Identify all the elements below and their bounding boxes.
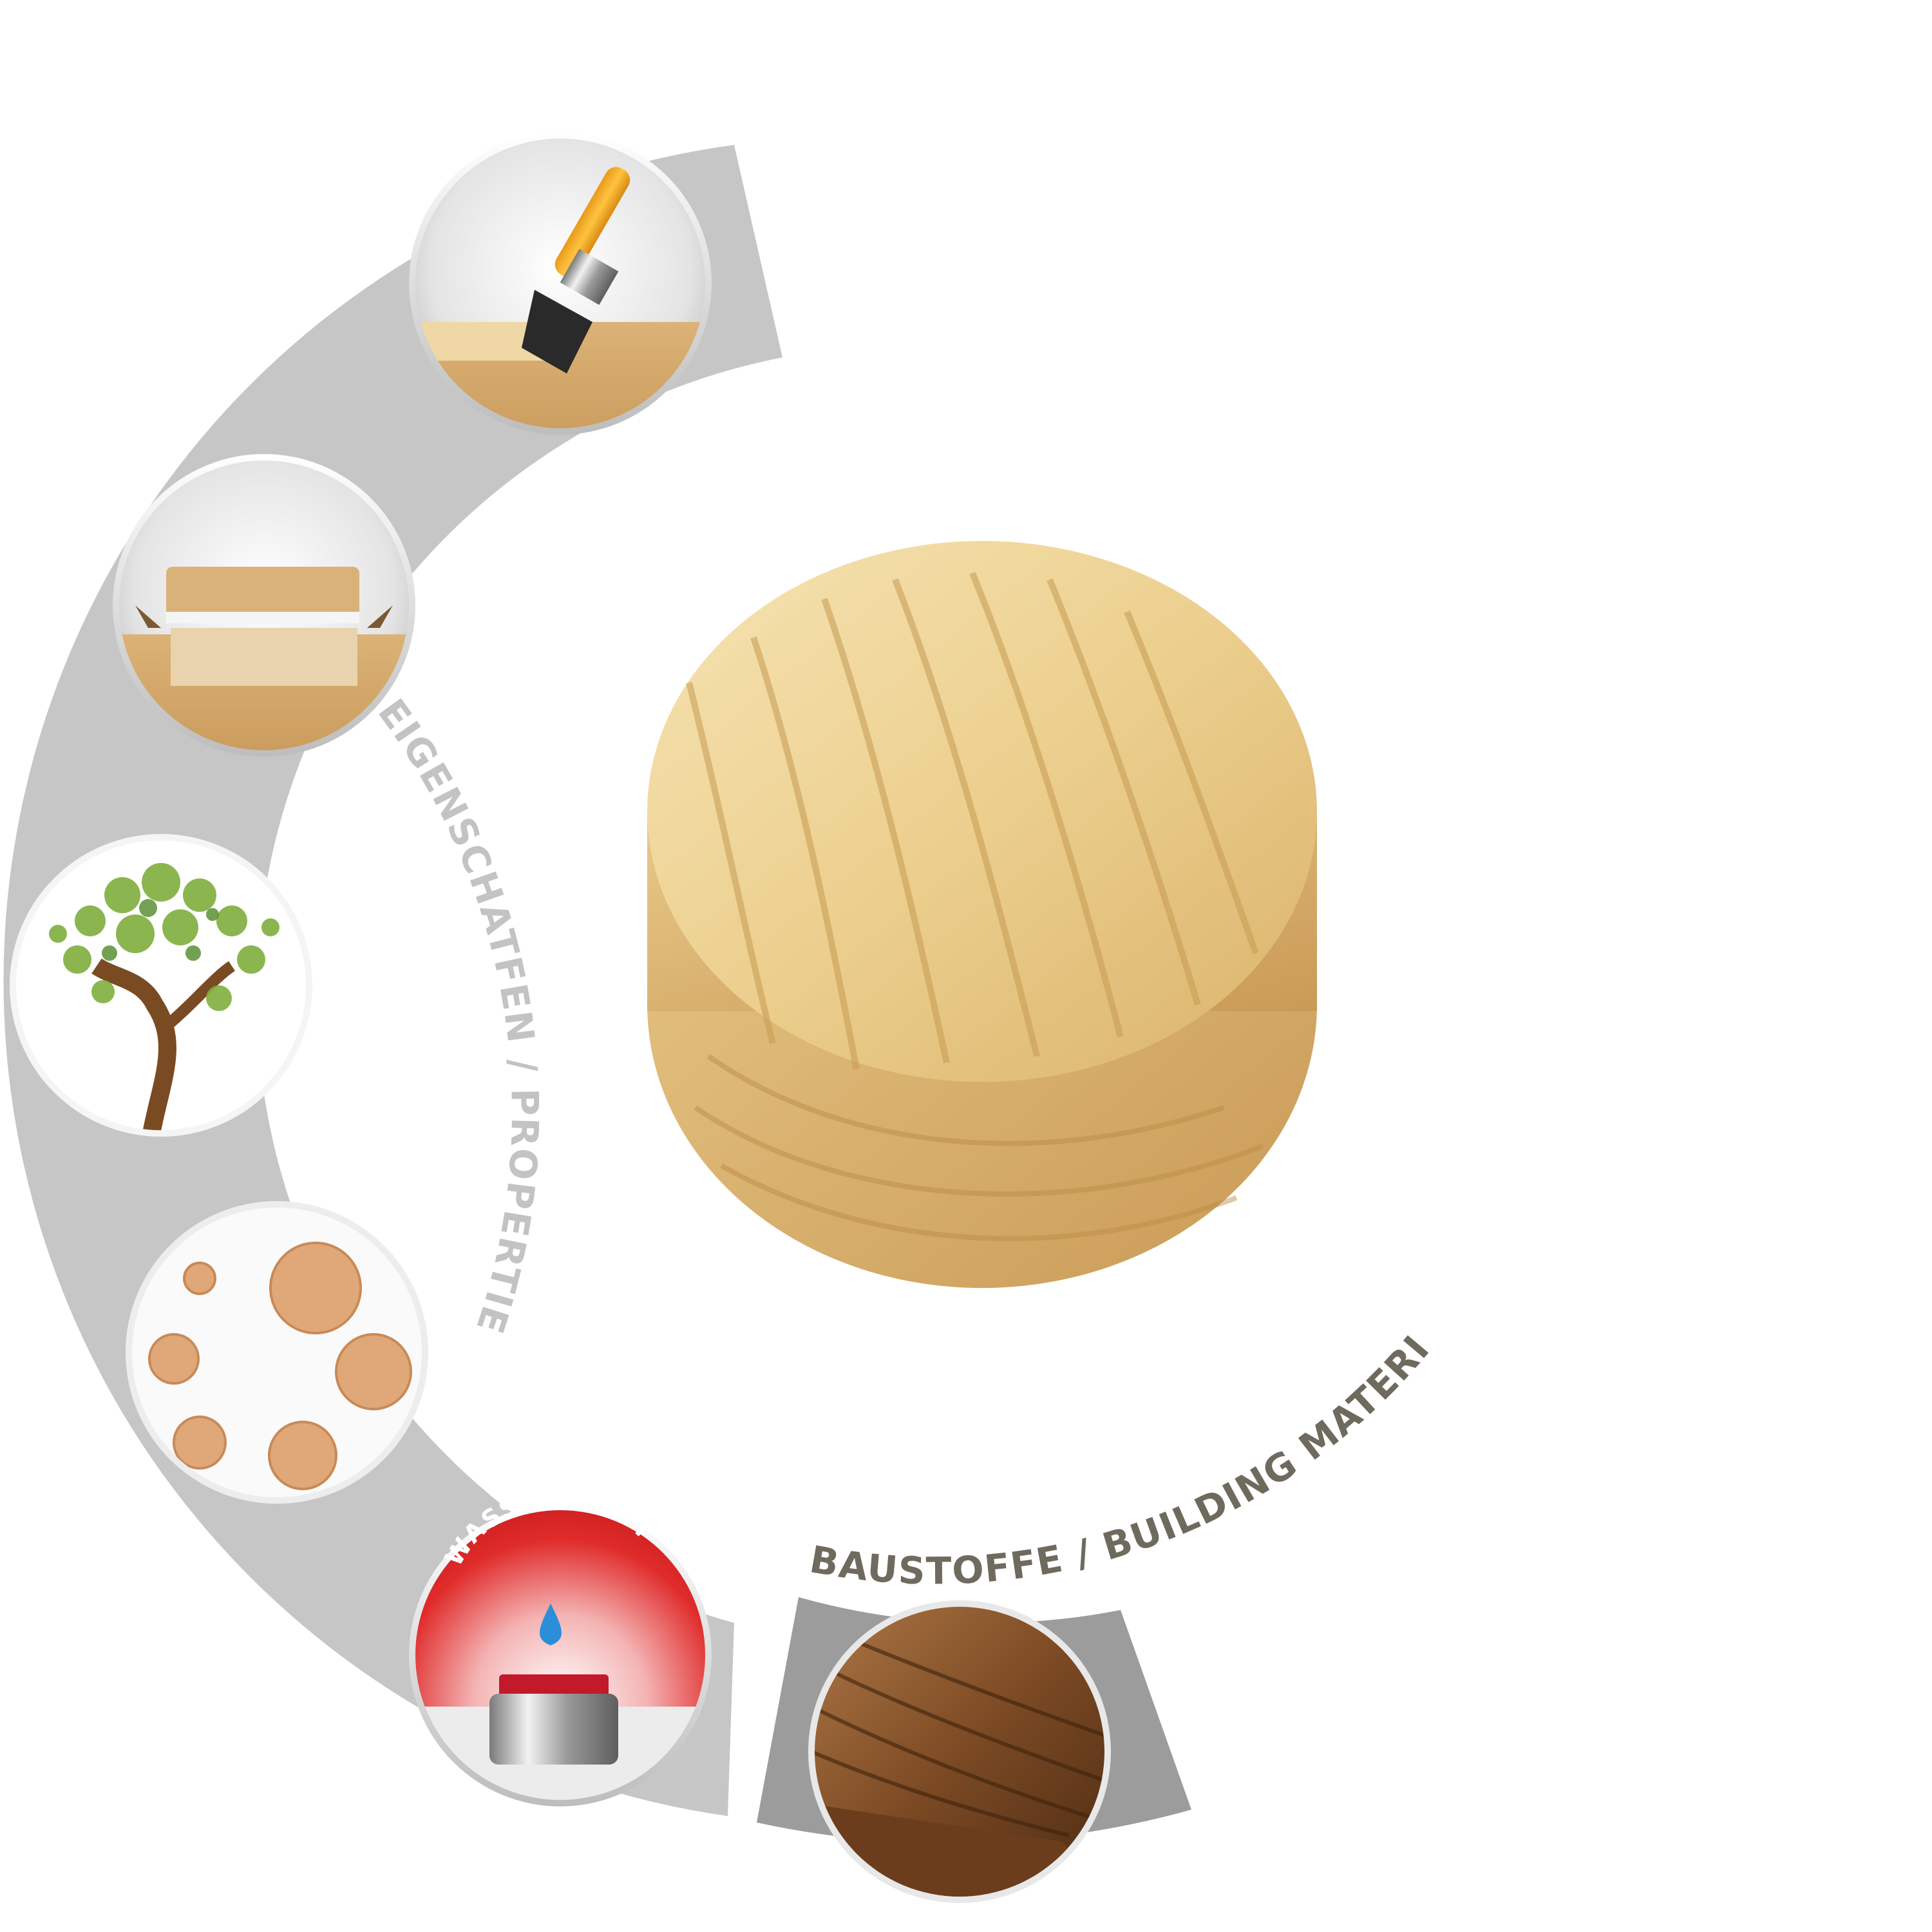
pressed-plug-icon [113, 454, 415, 757]
wood-block-icon [808, 1600, 1111, 1903]
wood-plug-image [647, 541, 1317, 1288]
wood-plugs-icon [126, 1201, 428, 1504]
paint-brush-icon [409, 132, 712, 435]
water-drop-icon [540, 1604, 562, 1645]
tree-icon [10, 834, 312, 1137]
